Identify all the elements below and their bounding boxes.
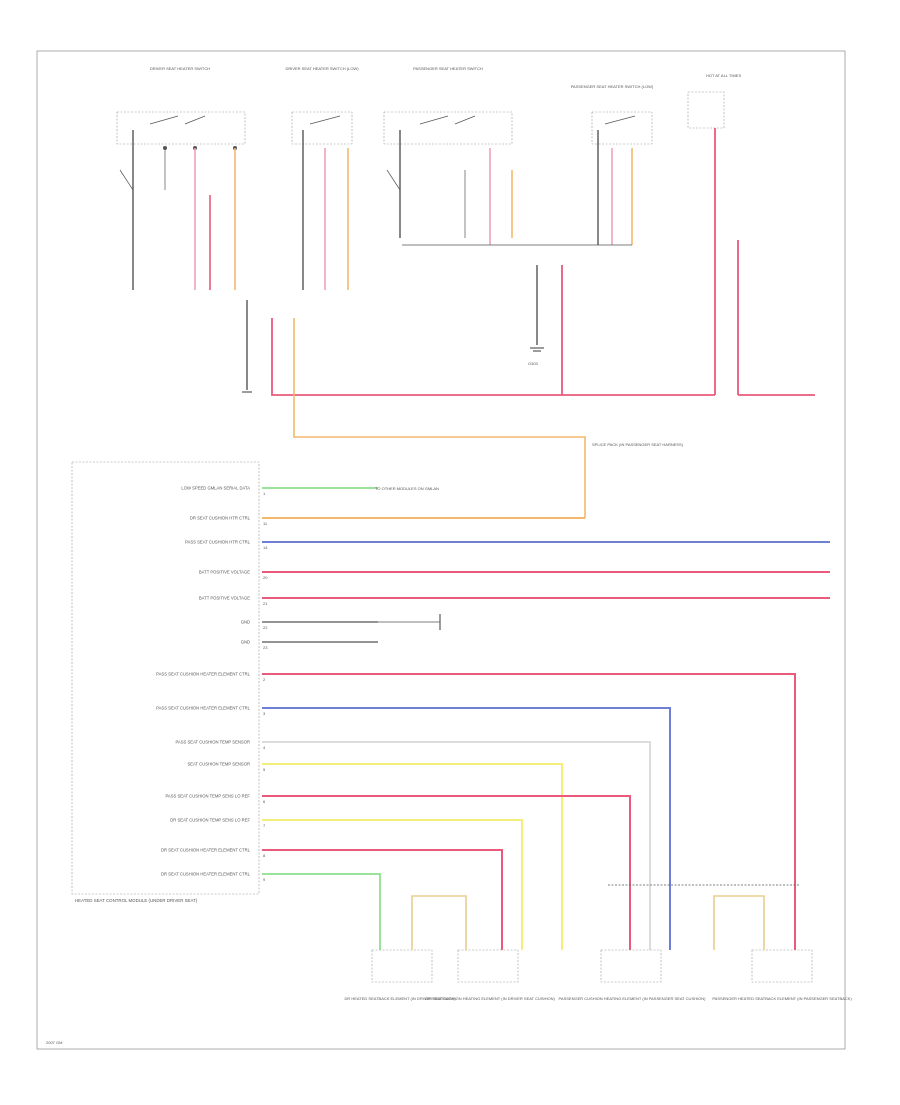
- switch-contact: [184, 115, 206, 125]
- module-pins: LOW SPEED GMLAN SERIAL DATA 1 DR SEAT CUSH…: [156, 486, 268, 883]
- fuse-block: HOT AT ALL TIMES: [687, 73, 815, 396]
- passenger-low-switch: PASSENGER SEAT HEATER SWITCH (LOW): [571, 84, 654, 245]
- module-wires: [262, 487, 830, 950]
- pin-label: DR SEAT CUSHION HEATER ELEMENT CTRL: [161, 872, 251, 877]
- fuse-box: [687, 91, 725, 129]
- element-label-2: DR SEAT CUSHION HEATING ELEMENT (IN DRIV…: [425, 996, 555, 1001]
- pin-label: PASS SEAT CUSHION TEMP SENS LO REF: [165, 794, 250, 799]
- pin-number: 14: [263, 545, 268, 550]
- wire-tan: [713, 895, 765, 950]
- bottom-elements: DR HEATED SEATBACK ELEMENT (IN DRIVER SE…: [344, 884, 852, 1001]
- pin-label: PASS SEAT CUSHION HTR CTRL: [185, 540, 251, 545]
- switch-contact: [309, 115, 341, 125]
- pin-number: 4: [263, 745, 266, 750]
- wire-green: [262, 873, 381, 950]
- ground-symbol: G303: [528, 265, 544, 366]
- switch-box: [116, 111, 246, 145]
- pin-label: DR SEAT CUSHION TEMP SENS LO REF: [170, 818, 250, 823]
- heated-seat-module: [71, 461, 260, 895]
- element-label-4: PASSENGER HEATED SEATBACK ELEMENT (IN PA…: [712, 996, 852, 1001]
- pin-number: 1: [263, 491, 266, 496]
- switch-label-1: DRIVER SEAT HEATER SWITCH: [150, 66, 210, 71]
- wire-yellow: [262, 819, 523, 950]
- passenger-heated-seat-switch: PASSENGER SEAT HEATER SWITCH: [383, 66, 513, 245]
- switch-contact: [149, 115, 179, 125]
- pin-number: 22: [263, 625, 268, 630]
- switch-box: [591, 111, 653, 145]
- module-caption: HEATED SEAT CONTROL MODULE (UNDER DRIVER…: [75, 898, 198, 903]
- diagram-frame: [36, 50, 846, 1050]
- driver-heated-seat-switch: DRIVER SEAT HEATER SWITCH: [116, 66, 246, 290]
- element-box-3: [600, 949, 662, 983]
- wire-red: [262, 849, 503, 950]
- pin-number: 20: [263, 575, 268, 580]
- element-box-2: [457, 949, 519, 983]
- switch-contact: [454, 115, 476, 125]
- ground-strap: [119, 169, 134, 191]
- pin-label: GND: [241, 620, 250, 625]
- pin-label: BATT POSITIVE VOLTAGE: [199, 570, 250, 575]
- gmlan-note: TO OTHER MODULES ON GMLAN: [375, 486, 439, 491]
- pin-number: 6: [263, 799, 266, 804]
- switch-contact: [419, 115, 449, 125]
- pin-label: GND: [241, 640, 250, 645]
- fuse-label: HOT AT ALL TIMES: [706, 73, 741, 78]
- element-box-4: [751, 949, 813, 983]
- pin-number: 8: [263, 853, 266, 858]
- pin-label: DR SEAT CUSHION HEATER ELEMENT CTRL: [161, 848, 251, 853]
- switch-label-2: DRIVER SEAT HEATER SWITCH (LOW): [285, 66, 359, 71]
- wire-orange-run: [293, 318, 586, 518]
- wire-white: [262, 741, 651, 950]
- pin-label: PASS SEAT CUSHION HEATER ELEMENT CTRL: [156, 672, 251, 677]
- switch-box: [383, 111, 513, 145]
- wire-blue: [262, 707, 671, 950]
- pin-label: BATT POSITIVE VOLTAGE: [199, 596, 250, 601]
- element-label-3: PASSENGER CUSHION HEATING ELEMENT (IN PA…: [559, 996, 707, 1001]
- pin-label: PASS SEAT CUSHION HEATER ELEMENT CTRL: [156, 706, 251, 711]
- wire-tan: [411, 895, 467, 950]
- switch-box: [291, 111, 353, 145]
- switch-label-3: PASSENGER SEAT HEATER SWITCH: [413, 66, 483, 71]
- pin-number: 7: [263, 823, 266, 828]
- pin-number: 9: [263, 877, 266, 882]
- wire-red: [262, 673, 796, 950]
- pin-number: 3: [263, 711, 266, 716]
- pin-label: DR SEAT CUSHION HTR CTRL: [190, 516, 251, 521]
- wire-red: [262, 795, 631, 950]
- ground-note: G303: [528, 361, 539, 366]
- splice-note: SPLICE PACK (IN PASSENGER SEAT HARNESS): [592, 442, 684, 447]
- pin-number: 2: [263, 677, 266, 682]
- wire-red-main: [271, 318, 715, 396]
- pin-number: 21: [263, 601, 268, 606]
- pin-number: 23: [263, 645, 268, 650]
- pin-label: SEAT CUSHION TEMP SENSOR: [187, 762, 250, 767]
- element-box-1: [371, 949, 433, 983]
- ground-strap: [386, 169, 401, 191]
- footer-code: 2007 GM: [46, 1040, 62, 1045]
- element-label-1: DR HEATED SEATBACK ELEMENT (IN DRIVER SE…: [344, 996, 456, 1001]
- pin-label: LOW SPEED GMLAN SERIAL DATA: [181, 486, 250, 491]
- pin-label: PASS SEAT CUSHION TEMP SENSOR: [175, 740, 250, 745]
- pin-number: 5: [263, 767, 266, 772]
- wire-yellow: [262, 763, 563, 950]
- switch-label-4: PASSENGER SEAT HEATER SWITCH (LOW): [571, 84, 654, 89]
- driver-low-switch: DRIVER SEAT HEATER SWITCH (LOW): [285, 66, 359, 290]
- pin-number: 11: [263, 521, 268, 526]
- switch-contact: [604, 115, 636, 125]
